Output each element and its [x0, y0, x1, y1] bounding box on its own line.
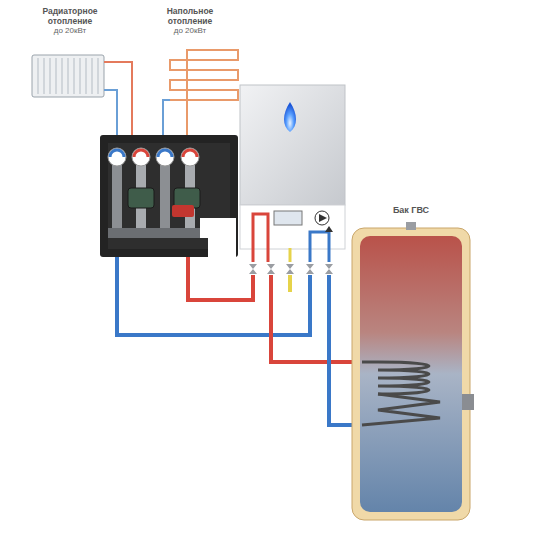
radiator-fins — [38, 58, 98, 94]
component-label: Бак ГВС — [393, 205, 429, 216]
heating-component: Радиаторное отоплениедо 20кВт — [20, 6, 120, 102]
radiator-return-pipe — [104, 90, 117, 140]
burner-flame — [284, 102, 296, 132]
module-pipe — [112, 165, 122, 235]
valve — [249, 264, 257, 274]
tank-top-port — [406, 222, 416, 230]
tank-supply-pipe — [271, 275, 362, 362]
gauge-scale — [158, 150, 172, 157]
gauge — [156, 148, 174, 166]
gauge — [181, 148, 199, 166]
underfloor-return-pipe — [163, 100, 170, 140]
boiler-display — [274, 211, 302, 225]
module-housing — [100, 135, 238, 257]
tank-flange — [462, 394, 474, 410]
radiator — [32, 55, 104, 97]
gas-inlet — [289, 248, 292, 262]
valve — [306, 264, 314, 274]
mixing-valve-actuator — [172, 205, 194, 217]
shutoff-valves — [249, 264, 333, 274]
gauge-scale — [110, 150, 124, 157]
gauge — [108, 148, 126, 166]
tank-coil — [362, 362, 429, 394]
gauge — [132, 148, 150, 166]
heating-return-pipe — [117, 257, 310, 335]
pump — [128, 188, 154, 208]
gauge-scale — [134, 150, 148, 157]
gas-pipe — [288, 275, 292, 292]
radiator-supply-pipe — [104, 62, 132, 140]
heating-supply-pipe — [188, 257, 253, 300]
boiler-casing — [240, 85, 345, 205]
valve — [325, 264, 333, 274]
valve — [286, 264, 294, 274]
tank-insulation — [352, 228, 470, 520]
radiator-body — [32, 55, 104, 97]
pump-module — [100, 135, 238, 257]
power-rating: до 20кВт — [174, 26, 206, 36]
underfloor-coil — [170, 50, 238, 140]
heating-component: Бак ГВС — [352, 205, 470, 520]
component-label: Напольное отопление — [154, 6, 226, 26]
boiler-pump — [315, 211, 329, 225]
valve — [267, 264, 275, 274]
gauge-scale — [183, 150, 197, 157]
tank-vessel — [360, 236, 462, 512]
tank-coil — [362, 394, 440, 425]
module-cover — [200, 218, 236, 257]
component-label: Радиаторное отопление — [34, 6, 106, 26]
hot-water-tank — [352, 222, 474, 520]
boiler-supply-loop — [253, 214, 268, 262]
heating-component: Напольное отоплениедо 20кВт — [140, 6, 240, 102]
power-rating: до 20кВт — [54, 26, 86, 36]
boiler-pump-arrow — [319, 214, 327, 222]
module-pipe — [160, 165, 170, 235]
gas-boiler — [240, 85, 345, 262]
boiler-return-loop — [310, 232, 329, 262]
three-way-valve — [325, 226, 333, 232]
